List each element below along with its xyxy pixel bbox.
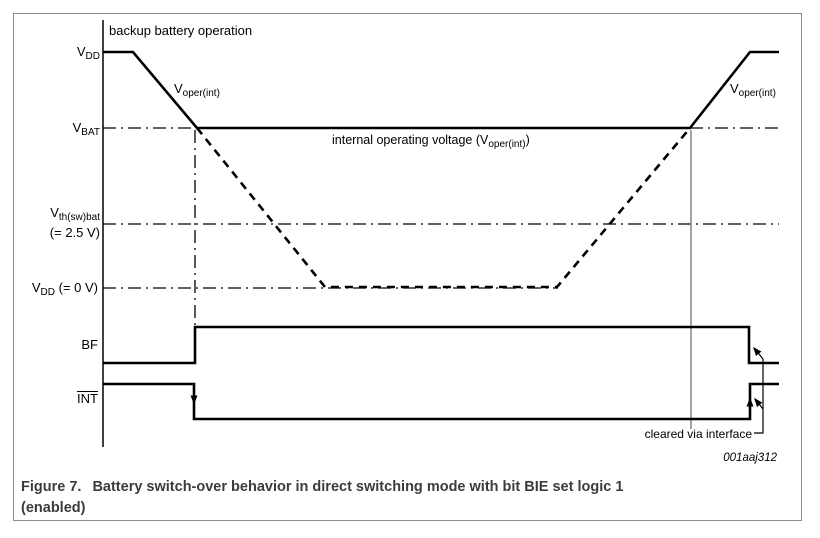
caption-figure-number: Figure 7. (21, 479, 82, 495)
voper-label-left: Voper(int) (174, 81, 220, 99)
internal-operating-voltage-waveform (103, 50, 779, 130)
cleared-via-interface-label: cleared via interface (644, 427, 752, 441)
vdd-supply-dashed-waveform (195, 127, 691, 289)
cleared-callout-connector (754, 359, 764, 434)
caption-line-1: Figure 7. Battery switch-over behavior in… (21, 477, 781, 498)
drawing-id-label: 001aaj312 (723, 452, 777, 464)
internal-operating-voltage-label: internal operating voltage (Voper(int)) (332, 133, 530, 150)
cleared-int-arrow-icon (754, 397, 764, 410)
caption-line-2: (enabled) (21, 500, 86, 516)
voper-label-right: Voper(int) (730, 81, 776, 99)
top-note-label: backup battery operation (109, 23, 252, 38)
vbat-level-label: VBAT (72, 120, 100, 138)
vth-level-label: Vth(sw)bat (= 2.5 V) (0, 205, 100, 240)
vdd-zero-level-label: VDD (= 0 V) (31, 280, 98, 298)
bf-signal-waveform (103, 325, 779, 365)
int-signal-label: INT (77, 391, 98, 406)
int-signal-waveform (103, 382, 779, 421)
vdd-level-label: VDD (76, 44, 100, 62)
caption-title-text: Battery switch-over behavior in direct s… (92, 479, 624, 495)
top-note-text: backup battery operation (109, 23, 253, 38)
vth-value-note: (= 2.5 V) (49, 225, 100, 240)
bf-signal-label: BF (81, 337, 98, 352)
cleared-bf-arrow-icon (753, 346, 764, 360)
figure-border (13, 13, 802, 521)
figure-caption: Figure 7. Battery switch-over behavior in… (21, 477, 781, 519)
